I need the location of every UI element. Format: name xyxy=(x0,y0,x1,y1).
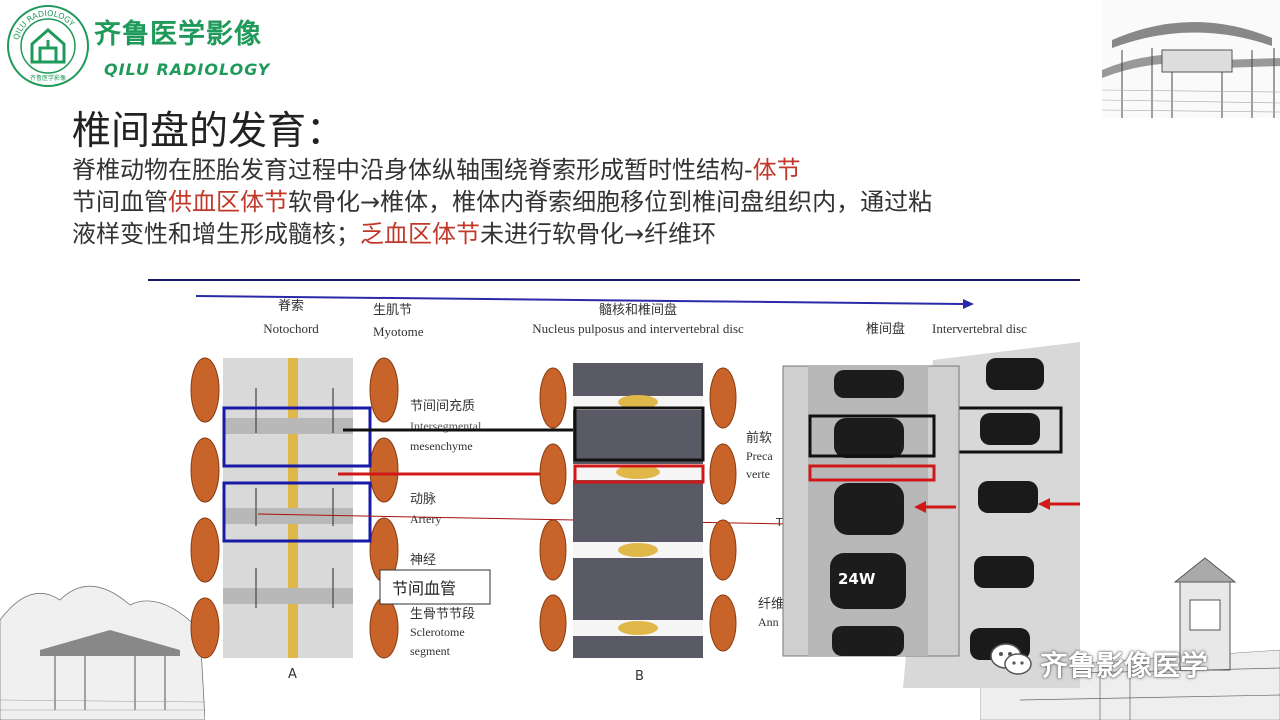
sclerotome-en-label-1: Sclerotome xyxy=(410,625,465,639)
logo-seal-text: 齐鲁医学影像 xyxy=(30,74,66,82)
qilu-radiology-logo: QILU RADIOLOGY 齐鲁医学影像 xyxy=(7,5,89,87)
panel-a-label: A xyxy=(288,667,297,682)
annulus-cn-label: 纤维 xyxy=(758,597,784,612)
segmental-vessel-label: 节间血管 xyxy=(392,579,456,598)
body-line-1-text: 脊椎动物在胚胎发育过程中沿身体纵轴围绕脊索形成暂时性结构- xyxy=(72,156,753,184)
nerve-cn-label: 神经 xyxy=(410,553,436,568)
precartilage-en-label-2: verte xyxy=(746,467,770,481)
np-en-label: Nucleus pulposus and intervertebral disc xyxy=(532,321,744,336)
panel-b-label: B xyxy=(635,669,644,684)
panel-b xyxy=(539,363,737,658)
body-line-2-highlight: 供血区体节 xyxy=(168,188,288,216)
panel-a xyxy=(190,357,399,659)
disc-development-figure: 脊索 Notochord 生肌节 Myotome 节间间充质 Intersegm… xyxy=(148,279,1080,688)
body-line-1-highlight: 体节 xyxy=(752,156,801,184)
body-line-2: 节间血管供血区体节软骨化→椎体，椎体内脊索细胞移位到椎间盘组织内，通过粘 xyxy=(72,182,932,217)
wechat-icon xyxy=(990,643,1032,675)
mesenchyme-en-label-2: mesenchyme xyxy=(410,439,473,453)
annulus-en-label: Ann xyxy=(758,615,779,629)
body-line-3: 液样变性和增生形成髓核；乏血区体节未进行软骨化→纤维环 xyxy=(72,214,716,249)
slide-title: 椎间盘的发育： xyxy=(72,109,346,154)
black-box-c-front xyxy=(808,414,936,458)
body-line-2-text-a: 节间血管 xyxy=(72,188,168,216)
artery-en-label: Artery xyxy=(410,512,441,526)
notochord-en-label: Notochord xyxy=(263,321,319,336)
panel-c-front-mri: 24W xyxy=(782,365,960,657)
gestational-age-label: 24W xyxy=(838,570,876,588)
progression-arrow xyxy=(195,295,964,305)
precartilage-cn-label: 前软 xyxy=(746,430,772,446)
brand-title: 齐鲁医学影像 xyxy=(94,19,262,50)
black-box-b xyxy=(573,406,705,462)
body-line-1: 脊椎动物在胚胎发育过程中沿身体纵轴围绕脊索形成暂时性结构-体节 xyxy=(72,150,801,185)
sclerotome-en-label-2: segment xyxy=(410,644,451,658)
precartilage-en-label-1: Preca xyxy=(746,449,773,463)
sclerotome-cn-label: 生骨节节段 xyxy=(410,607,475,622)
blue-box-upper xyxy=(222,406,372,468)
myotome-cn-label: 生肌节 xyxy=(373,303,412,318)
gate-sketch-image xyxy=(1102,0,1280,118)
np-cn-label: 髓核和椎间盘 xyxy=(599,302,677,318)
blue-box-lower xyxy=(222,481,372,543)
red-box-b xyxy=(573,464,705,484)
campus-sketch-left-image xyxy=(0,585,205,720)
brand-subtitle: QILU RADIOLOGY xyxy=(104,60,271,79)
red-box-c-front xyxy=(808,464,936,482)
body-line-3-text-a: 液样变性和增生形成髓核； xyxy=(72,220,360,248)
body-line-2-text-b: 软骨化→椎体，椎体内脊索细胞移位到椎间盘组织内，通过粘 xyxy=(288,188,933,216)
myotome-en-label: Myotome xyxy=(373,324,424,339)
mesenchyme-cn-label: 节间间充质 xyxy=(410,398,475,414)
ivd-en-label: Intervertebral disc xyxy=(932,321,1027,336)
segmental-vessel-box xyxy=(379,569,491,605)
ivd-cn-label: 椎间盘 xyxy=(866,321,905,337)
watermark-text: 齐鲁影像医学 xyxy=(1040,649,1209,682)
t-marker: T xyxy=(775,516,783,529)
artery-cn-label: 动脉 xyxy=(410,492,436,507)
body-line-3-highlight: 乏血区体节 xyxy=(360,220,480,248)
body-line-3-text-b: 未进行软骨化→纤维环 xyxy=(480,220,717,248)
notochord-cn-label: 脊索 xyxy=(278,299,304,314)
